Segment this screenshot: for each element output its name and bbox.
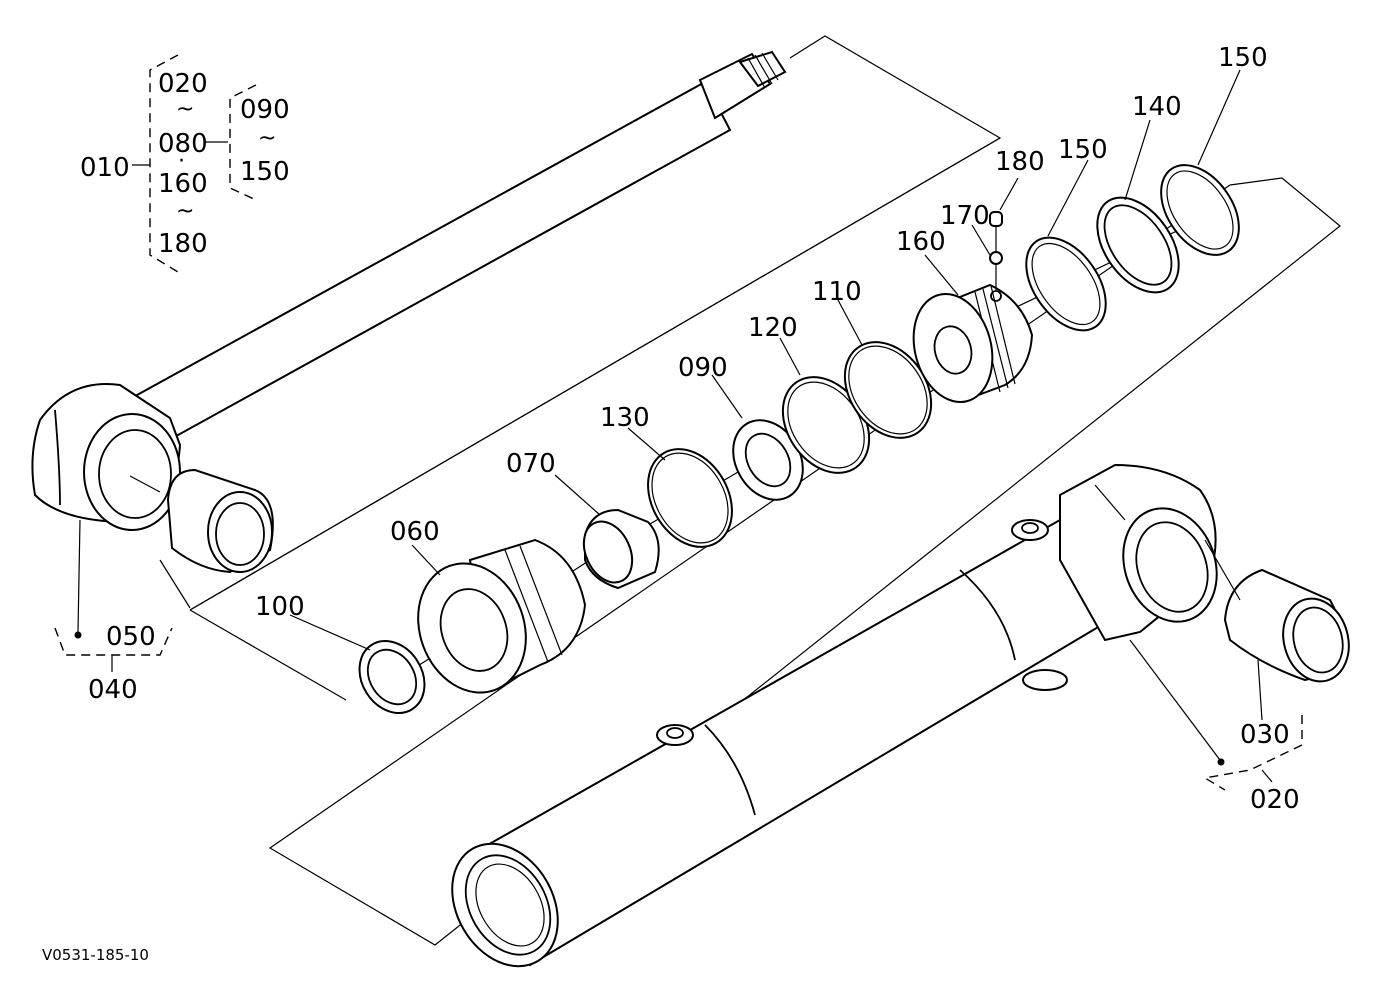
frame-seal-kit <box>189 137 1001 701</box>
bushing-050 <box>166 468 274 574</box>
label-020: 020 <box>1250 785 1300 815</box>
label-130: 130 <box>600 403 650 433</box>
group-bracket-010 <box>132 54 228 273</box>
label-150-mid: 150 <box>1058 135 1108 165</box>
set-screw-180 <box>989 211 1003 227</box>
piston-rod <box>31 50 787 639</box>
label-010: 010 <box>80 153 130 183</box>
wear-ring-150b <box>1025 236 1107 332</box>
group-bracket-040 <box>54 627 173 672</box>
piston-160 <box>912 283 1034 404</box>
frame-tube-assembly <box>268 177 1341 946</box>
label-140: 140 <box>1132 92 1182 122</box>
dot-1: · <box>178 149 185 174</box>
marker-dot <box>74 631 82 639</box>
label-180: 180 <box>995 147 1045 177</box>
rod-seal-090 <box>732 419 804 501</box>
o-ring-130 <box>647 448 733 548</box>
group-bracket-020 <box>1203 715 1303 791</box>
label-150-top: 150 <box>240 157 290 187</box>
label-150-right: 150 <box>1218 43 1268 73</box>
label-090-top: 090 <box>240 95 290 125</box>
diagram-code: V0531-185-10 <box>42 946 149 964</box>
tilde-2: ~ <box>176 199 194 224</box>
cylinder-tube <box>451 463 1225 968</box>
label-070: 070 <box>506 449 556 479</box>
label-110: 110 <box>812 277 862 307</box>
bushing-030 <box>1204 539 1350 683</box>
tilde-3: ~ <box>258 126 276 151</box>
label-090: 090 <box>678 353 728 383</box>
callout-labels: 010 020 ~ 080 · 160 ~ 180 090 ~ 150 180 … <box>42 43 1300 964</box>
label-160: 160 <box>896 227 946 257</box>
label-040: 040 <box>88 675 138 705</box>
dust-seal-100 <box>358 640 426 714</box>
label-170: 170 <box>940 201 990 231</box>
label-080: 080 <box>158 129 208 159</box>
leader-lines <box>159 69 1263 721</box>
rod-cover-060 <box>417 538 587 694</box>
label-050: 050 <box>106 622 156 652</box>
label-180-top: 180 <box>158 229 208 259</box>
label-160-top: 160 <box>158 169 208 199</box>
label-020-top: 020 <box>158 69 208 99</box>
piston-seal-140 <box>1096 196 1180 294</box>
label-030: 030 <box>1240 720 1290 750</box>
label-100: 100 <box>255 592 305 622</box>
wear-ring-150c <box>1160 164 1240 256</box>
steel-ball-170 <box>989 225 1003 290</box>
bushing-070 <box>582 508 660 590</box>
tilde-1: ~ <box>176 97 194 122</box>
label-060: 060 <box>390 517 440 547</box>
marker-dot <box>1217 758 1225 766</box>
label-120: 120 <box>748 313 798 343</box>
